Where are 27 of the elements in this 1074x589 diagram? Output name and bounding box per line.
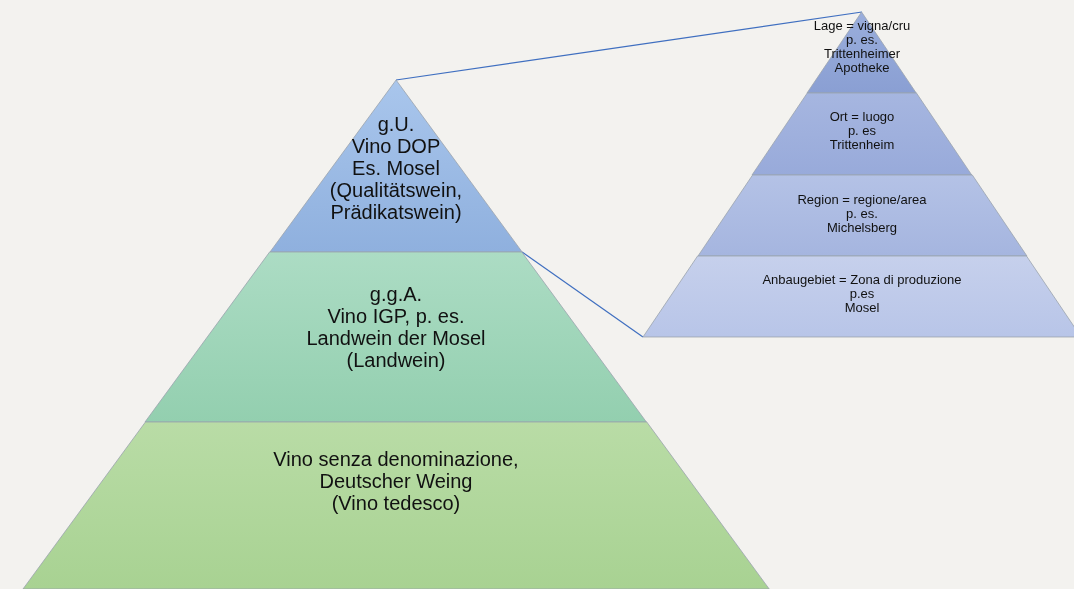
tier-label: Region = regione/area xyxy=(797,193,927,207)
tier-label: Landwein der Mosel xyxy=(306,327,486,349)
tier-label: Es. Mosel xyxy=(352,157,440,179)
tier-label: (Vino tedesco) xyxy=(331,492,461,514)
tier-label: p. es xyxy=(847,124,877,138)
tier-label: p. es. xyxy=(846,33,878,47)
tier-label: Trittenheimer xyxy=(823,47,901,61)
tier-label: (Landwein) xyxy=(346,349,446,371)
connector-line xyxy=(395,11,863,81)
tier-label: Apotheke xyxy=(834,61,890,75)
tier-label: p. es. xyxy=(846,207,878,221)
tier-label: g.U. xyxy=(377,113,415,135)
tier-label: g.g.A. xyxy=(369,283,423,305)
tier-label: Michelsberg xyxy=(826,221,898,235)
tier-label: Ort = luogo xyxy=(829,110,895,124)
tier-label: Anbaugebiet = Zona di produzione xyxy=(762,273,962,287)
tier-label: Vino IGP, p. es. xyxy=(327,305,465,327)
tier-label: Vino senza denominazione, xyxy=(273,448,519,470)
tier-label: Prädikatswein) xyxy=(330,201,462,223)
tier-label: Vino DOP xyxy=(351,135,441,157)
connector-line xyxy=(521,251,644,338)
tier-label: Trittenheim xyxy=(829,138,895,152)
tier-label: Deutscher Weing xyxy=(319,470,473,492)
tier-label: (Qualitätswein, xyxy=(329,179,463,201)
tier-label: Lage = vigna/cru xyxy=(813,19,911,33)
tier-label: Mosel xyxy=(844,301,880,315)
tier-label: p.es xyxy=(849,287,875,301)
